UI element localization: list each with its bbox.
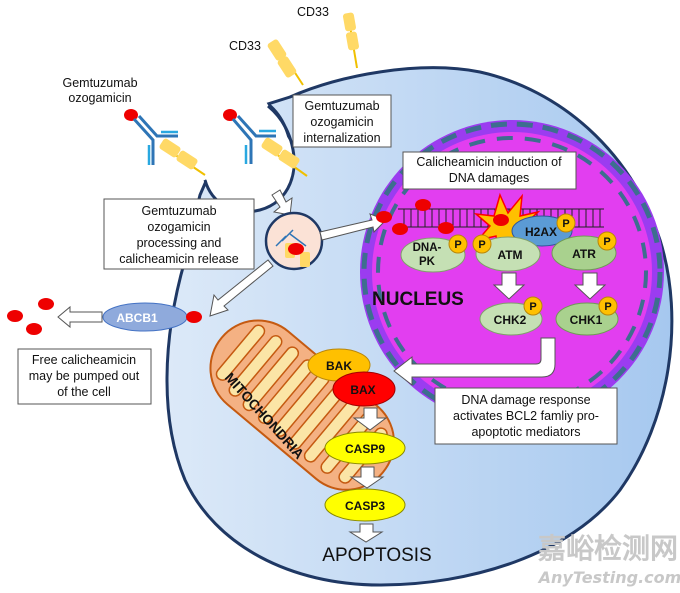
cd33-receptor <box>267 39 304 86</box>
arrow-casp3-to-apoptosis <box>348 523 384 543</box>
phospho-group: P <box>556 213 576 233</box>
endosome <box>264 211 324 271</box>
arrow-to-endosome <box>271 189 293 216</box>
apoptosis-label: APOPTOSIS <box>322 545 431 566</box>
phospho-group: P <box>448 234 468 254</box>
calicheamicin-payload <box>186 311 202 323</box>
free-calicheamicin <box>7 310 23 322</box>
nuclear-envelope-outer <box>361 121 663 423</box>
watermark-cn: 嘉峪检测网 <box>538 532 678 565</box>
svg-text:H2AX: H2AX <box>525 225 557 239</box>
svg-text:DNA damages: DNA damages <box>449 171 530 185</box>
svg-text:of the cell: of the cell <box>57 385 111 399</box>
calicheamicin-dna-bound <box>415 199 431 211</box>
cd33-label: CD33 <box>229 39 261 53</box>
arrow-atr-to-chk1 <box>573 272 607 300</box>
calicheamicin-dna-bound <box>493 214 509 226</box>
svg-text:CHK1: CHK1 <box>570 313 603 327</box>
svg-text:ATR: ATR <box>572 247 596 261</box>
free-calicheamicin <box>38 298 54 310</box>
svg-text:P: P <box>562 218 569 230</box>
calicheamicin-dna-bound <box>376 211 392 223</box>
svg-text:ATM: ATM <box>497 248 522 262</box>
arrow-bax-to-casp9 <box>352 407 388 431</box>
processing-callout: Gemtuzumab ozogamicin processing and cal… <box>103 198 255 270</box>
arrow-ddr-to-bcl2 <box>393 337 556 387</box>
svg-text:apoptotic mediators: apoptotic mediators <box>471 425 580 439</box>
cd33-receptor <box>342 12 359 69</box>
arrow-to-dna <box>319 213 387 241</box>
protein-casp9: CASP9 <box>324 431 406 465</box>
arrow-atm-to-chk2 <box>492 272 526 300</box>
calicheamicin-payload <box>124 109 138 121</box>
protein-atm: ATM <box>475 236 541 272</box>
svg-text:internalization: internalization <box>303 131 380 145</box>
calicheamicin-dna-bound <box>392 223 408 235</box>
calicheamicin-payload <box>223 109 237 121</box>
calicheamicin-payload <box>288 243 304 255</box>
abcb1-label: ABCB1 <box>116 311 158 325</box>
phospho-group: P <box>472 234 492 254</box>
free-calicheamicin <box>26 323 42 335</box>
efflux-callout: Free calicheamicin may be pumped out of … <box>17 348 152 405</box>
svg-text:Gemtuzumab: Gemtuzumab <box>141 204 216 218</box>
svg-text:CASP3: CASP3 <box>345 499 385 513</box>
svg-text:CASP9: CASP9 <box>345 442 385 456</box>
svg-text:CHK2: CHK2 <box>494 313 527 327</box>
svg-text:P: P <box>603 236 610 248</box>
svg-text:ozogamicin: ozogamicin <box>147 220 210 234</box>
antibody-drug-conjugate <box>223 109 308 177</box>
svg-text:DNA damage response: DNA damage response <box>461 393 590 407</box>
watermark-en: AnyTesting.com <box>537 568 680 587</box>
svg-text:P: P <box>529 301 536 313</box>
svg-text:BAX: BAX <box>350 383 375 397</box>
antibody-drug-conjugate <box>124 109 206 176</box>
ddr-callout: DNA damage response activates BCL2 famli… <box>434 387 618 445</box>
svg-text:BAK: BAK <box>326 359 352 373</box>
arrow-to-abcb1 <box>209 259 274 317</box>
svg-text:calicheamicin release: calicheamicin release <box>119 252 239 266</box>
nucleus-label: NUCLEUS <box>372 289 464 310</box>
svg-text:ozogamicin: ozogamicin <box>310 115 373 129</box>
phospho-group: P <box>523 296 543 316</box>
svg-text:P: P <box>604 301 611 313</box>
svg-text:P: P <box>478 239 485 251</box>
dna-damage-callout: Calicheamicin induction of DNA damages <box>402 151 577 190</box>
phospho-group: P <box>598 296 618 316</box>
calicheamicin-dna-bound <box>438 222 454 234</box>
internalization-callout: Gemtuzumab ozogamicin internalization <box>292 94 392 148</box>
protein-casp3: CASP3 <box>324 488 406 522</box>
abcb1-transporter: ABCB1 <box>102 302 202 332</box>
svg-text:processing and: processing and <box>137 236 222 250</box>
efflux-arrow <box>57 305 103 329</box>
nucleus <box>360 120 664 424</box>
drug-label-line2: ozogamicin <box>68 91 131 105</box>
svg-text:activates BCL2 famliy pro-: activates BCL2 famliy pro- <box>453 409 599 423</box>
svg-text:PK: PK <box>419 256 436 268</box>
phospho-group: P <box>597 231 617 251</box>
drug-label-line1: Gemtuzumab <box>62 76 137 90</box>
arrow-casp9-to-casp3 <box>349 466 385 489</box>
svg-text:may be pumped out: may be pumped out <box>29 369 140 383</box>
svg-text:Gemtuzumab: Gemtuzumab <box>304 99 379 113</box>
protein-bax: BAX <box>332 371 396 407</box>
svg-text:DNA-: DNA- <box>413 242 442 254</box>
svg-text:Free calicheamicin: Free calicheamicin <box>32 353 136 367</box>
svg-text:P: P <box>454 239 461 251</box>
cd33-label: CD33 <box>297 5 329 19</box>
svg-text:Calicheamicin induction of: Calicheamicin induction of <box>416 155 562 169</box>
